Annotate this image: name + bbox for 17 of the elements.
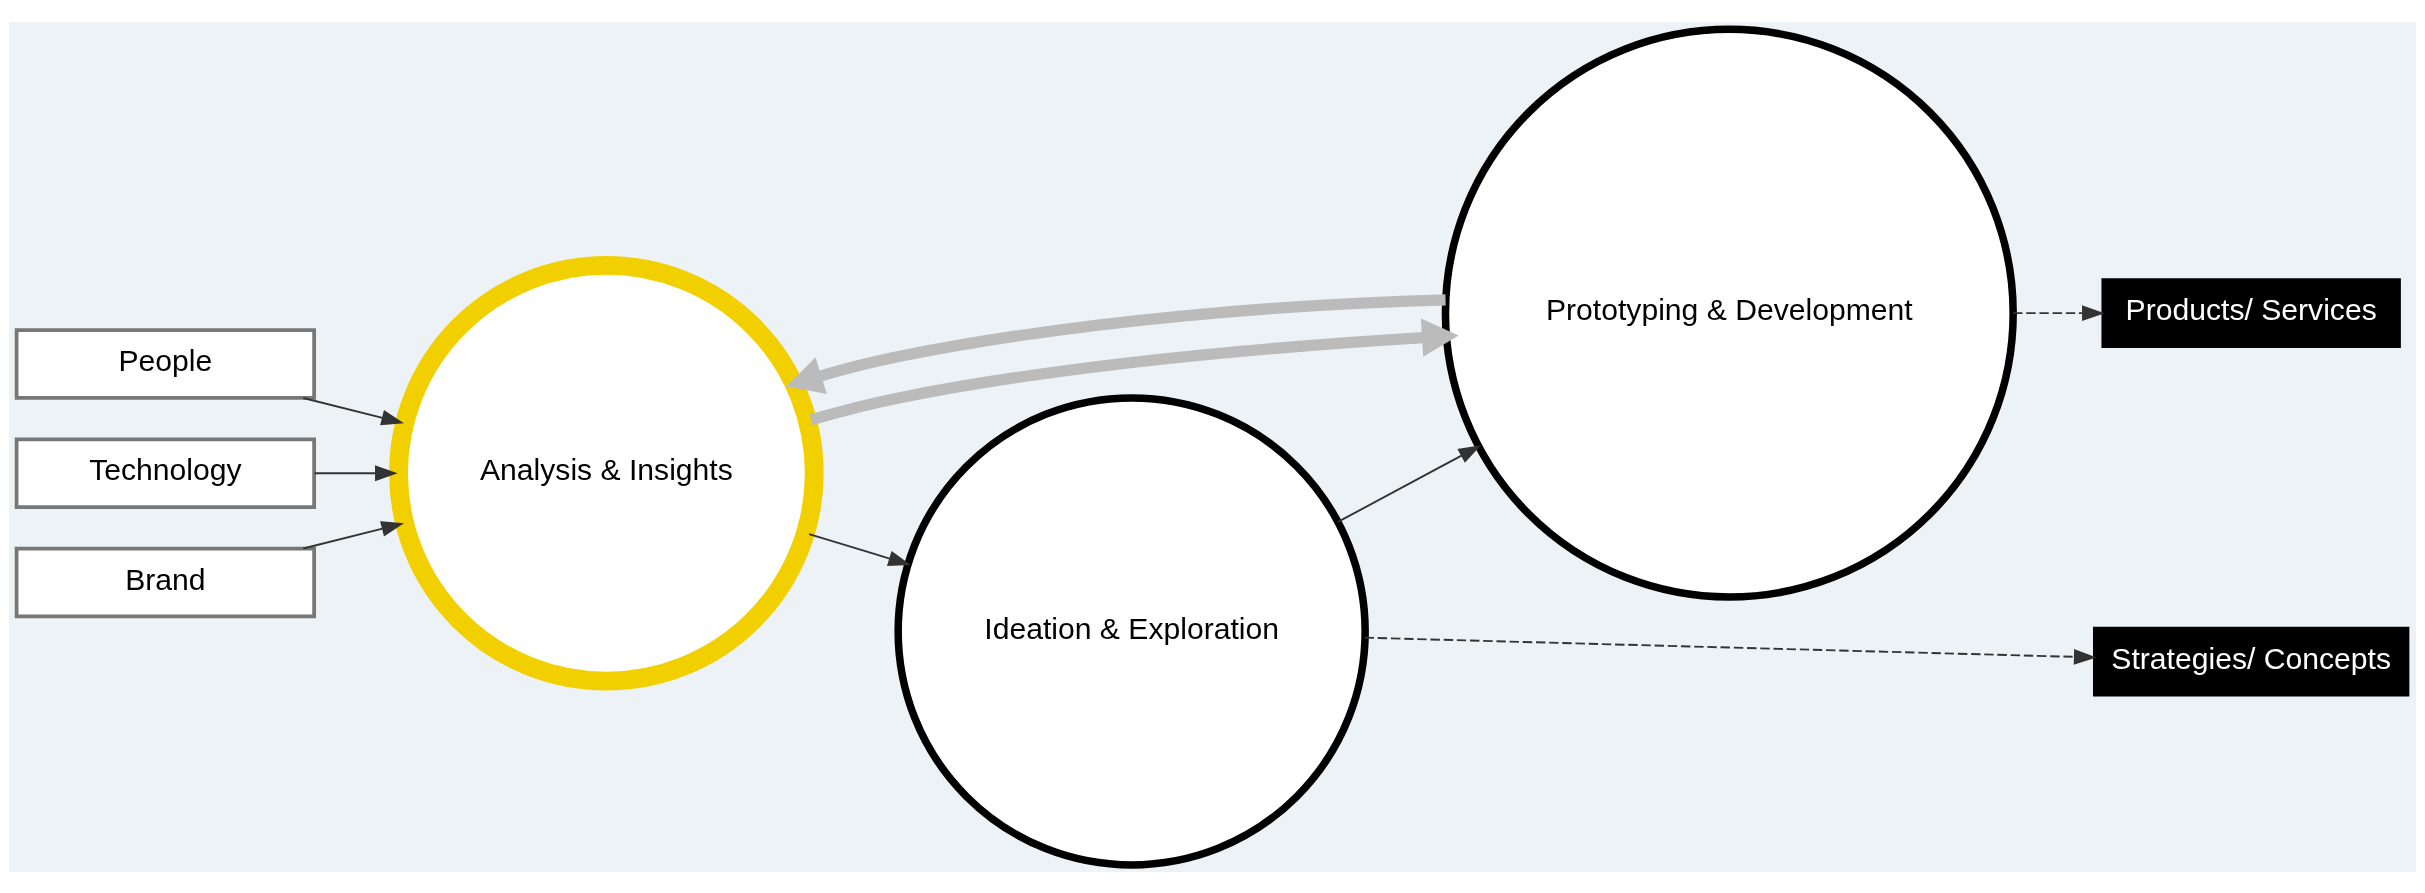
arrow: [2012, 304, 2105, 321]
arrow: [313, 464, 398, 481]
arrow: [1363, 636, 2097, 665]
node-circle: Ideation & Exploration: [894, 393, 1369, 869]
node-circle: Analysis & Insights: [389, 255, 824, 690]
arrow: [1337, 444, 1482, 523]
node-box: Brand: [14, 546, 316, 618]
arrow: [302, 520, 404, 549]
arrow: [786, 293, 1446, 394]
arrow: [302, 396, 404, 425]
node-box: People: [14, 327, 316, 400]
arrow: [809, 317, 1459, 425]
node-box: Technology: [14, 436, 316, 509]
node-box: Strategies/ Concepts: [2093, 626, 2410, 696]
node-box: Products/ Services: [2101, 277, 2401, 348]
arrow: [808, 532, 911, 566]
node-circle: Prototyping & Development: [1441, 25, 2017, 601]
